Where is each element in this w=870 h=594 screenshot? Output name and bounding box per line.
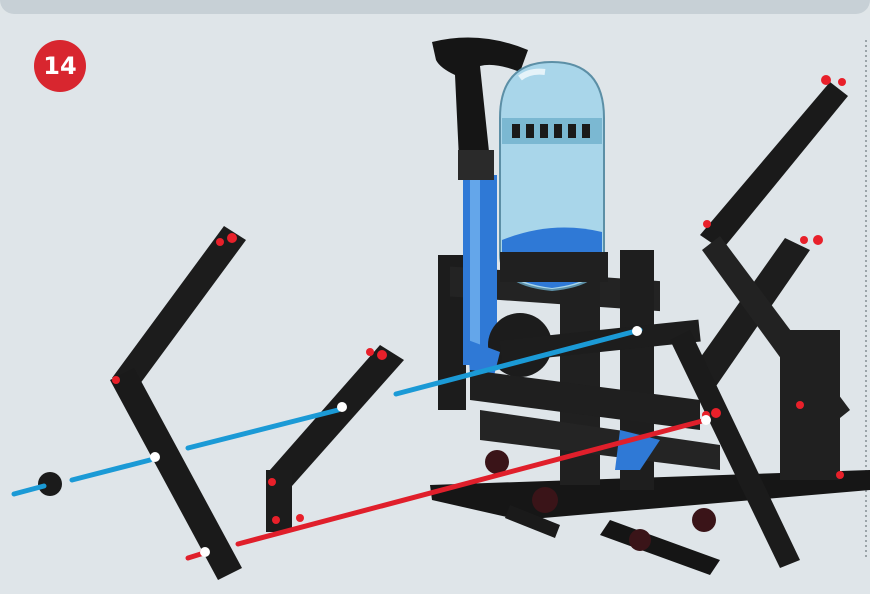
step-number-badge: 14 bbox=[34, 40, 86, 92]
axle-peg bbox=[38, 472, 62, 496]
machine-assembly bbox=[430, 38, 870, 576]
l-shaped-rod bbox=[110, 226, 246, 580]
